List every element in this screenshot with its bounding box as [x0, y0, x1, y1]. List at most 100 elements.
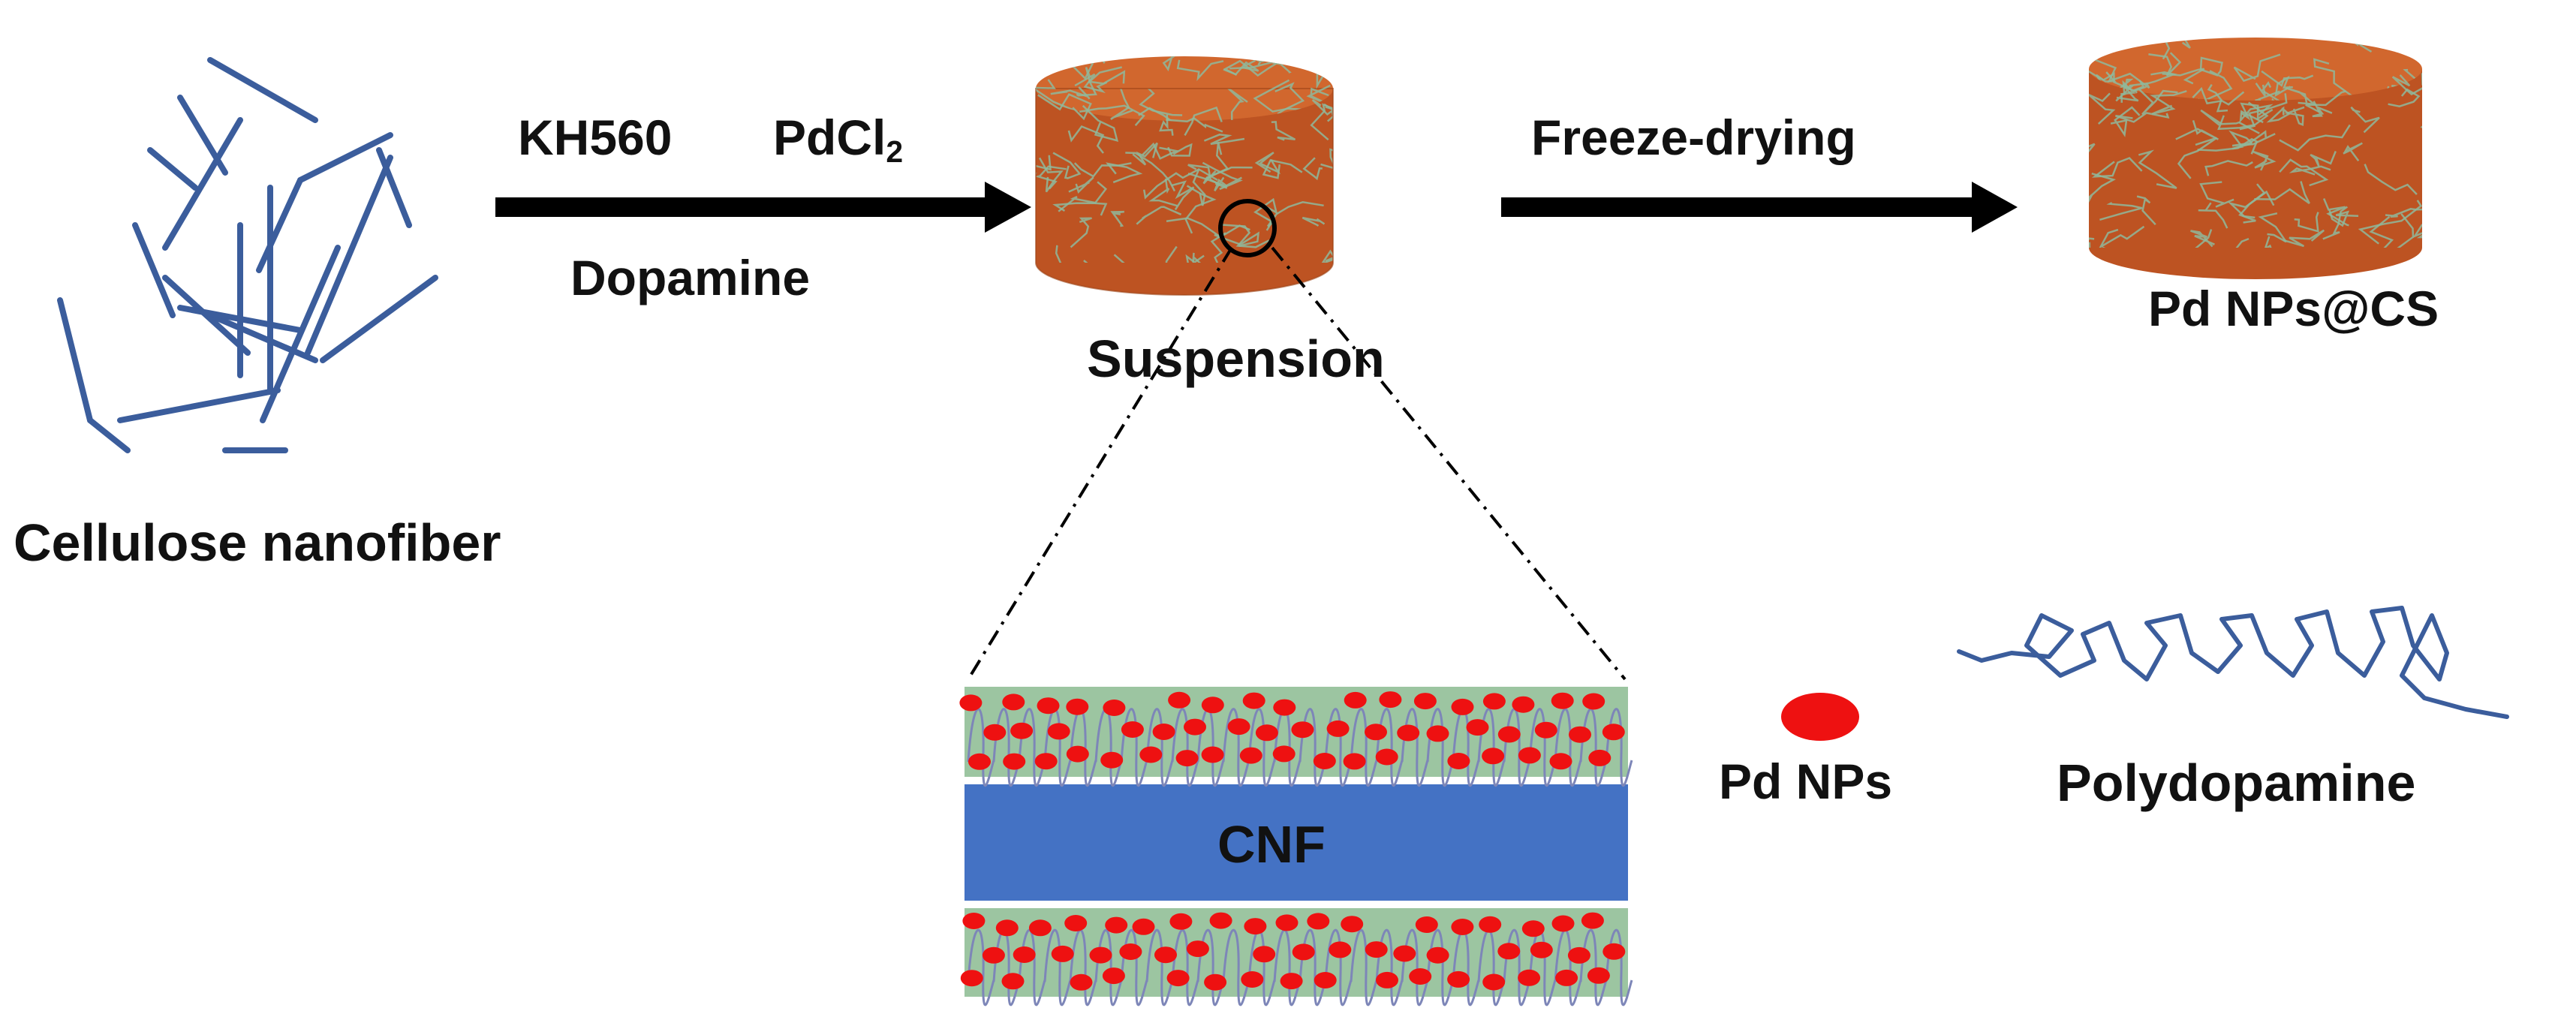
pd-nanoparticle [1602, 943, 1626, 960]
sponge-fiber-texture [2286, 87, 2317, 106]
polydopamine-strand [1324, 708, 1353, 787]
pd-nanoparticle [1534, 721, 1557, 739]
sponge-fiber-texture [2258, 212, 2287, 243]
sponge-fiber-texture [2423, 215, 2456, 235]
sponge-fiber-texture [2421, 72, 2422, 86]
pd-nanoparticle [1070, 973, 1093, 991]
sponge-fiber-texture [2289, 165, 2331, 176]
pd-nanoparticle [1139, 746, 1163, 763]
pd-nanoparticle [1329, 941, 1352, 958]
sponge-fiber-texture [2397, 213, 2415, 248]
pd-nanoparticle [1169, 913, 1193, 930]
sponge-fiber-texture [2246, 90, 2280, 101]
sponge-fiber-texture [2089, 38, 2092, 54]
sponge-fiber-texture [2385, 208, 2422, 218]
nanofiber-stick [87, 417, 131, 453]
pd-nanoparticle [1518, 969, 1541, 986]
sponge-fiber-texture [1132, 142, 1158, 166]
sponge-fiber-texture [2120, 80, 2147, 103]
nanofiber-stick [256, 177, 303, 273]
pd-nanoparticle [1569, 726, 1591, 743]
sponge-fiber-texture [2145, 38, 2191, 49]
pd-nanoparticle [1587, 967, 1610, 984]
sponge-fiber-texture [2328, 209, 2359, 227]
pd-nanoparticle [1415, 916, 1438, 933]
polydopamine-strand [1018, 708, 1046, 787]
pd-nanoparticle [1255, 724, 1278, 742]
pd-nanoparticle [1292, 943, 1315, 961]
sponge-fiber-texture [2261, 70, 2314, 87]
legend-polydopamine-label: Polydopamine [2057, 754, 2416, 812]
sponge-fiber-texture [1222, 224, 1270, 248]
nanofiber-stick [207, 312, 318, 363]
sponge-fiber-texture [1187, 173, 1228, 191]
nanofiber-stick [147, 147, 198, 191]
sponge-fiber-texture [2162, 68, 2205, 85]
cellulose-nanofiber-sticks-icon [57, 57, 438, 453]
sponge-fiber-texture [1036, 56, 1046, 79]
pd-nanoparticle [1551, 915, 1575, 932]
pd-nanoparticle [1497, 943, 1521, 960]
pd-nanoparticle [1482, 693, 1506, 710]
pd-nanoparticle [1001, 973, 1025, 990]
pd-nanoparticle [1239, 747, 1262, 764]
sponge-fiber-texture [1067, 125, 1105, 154]
sponge-fiber-texture [2252, 150, 2277, 171]
polydopamine-strand [1299, 708, 1327, 787]
sponge-fiber-texture [1052, 152, 1082, 179]
polydopamine-strand [1324, 928, 1353, 1006]
pd-nanoparticle [1307, 913, 1330, 930]
sponge-fiber-texture [2045, 171, 2087, 186]
pd-nanoparticle [1103, 700, 1126, 716]
nanofiber-stick [305, 155, 393, 356]
polydopamine-strand [967, 928, 995, 1006]
sponge-fiber-texture [2150, 90, 2187, 116]
sponge-fiber-texture [1074, 73, 1108, 94]
sponge-fiber-texture [2420, 125, 2422, 128]
pd-nanoparticle [995, 919, 1019, 937]
polydopamine-strand [992, 708, 1021, 787]
pd-nanoparticle [1227, 718, 1250, 736]
polydopamine-strand [1401, 708, 1429, 787]
sponge-fiber-texture [2369, 215, 2394, 248]
pd-nanoparticle [1100, 751, 1124, 769]
pd-nanoparticle [1343, 753, 1366, 770]
sponge-fiber-texture [2322, 206, 2349, 240]
pd-nanoparticle [1272, 745, 1296, 763]
sponge-fiber-texture [1203, 134, 1245, 146]
sponge-fiber-texture [1320, 148, 1333, 170]
magnify-circle-icon [1218, 199, 1277, 257]
sponge-fiber-texture [1087, 66, 1126, 85]
sponge-fiber-texture [1125, 152, 1176, 192]
sponge-fiber-texture [2204, 160, 2253, 176]
polydopamine-strand [1528, 708, 1557, 787]
pd-nanoparticle [1530, 941, 1553, 958]
sponge-fiber-texture [1159, 114, 1174, 136]
sponge-fiber-texture [1050, 86, 1091, 100]
polydopamine-strand [1554, 708, 1582, 787]
sponge-fiber-texture [2200, 109, 2260, 134]
sponge-fiber-texture [2110, 106, 2141, 137]
nanofiber-stick [207, 57, 318, 123]
sponge-fiber-texture [1275, 290, 1311, 313]
sponge-fiber-texture [2192, 86, 2245, 106]
pd-nanoparticle [1326, 720, 1350, 737]
pd-nanoparticle [1028, 919, 1052, 937]
sponge-fiber-texture [1148, 178, 1178, 207]
pd-nanoparticle [1466, 719, 1489, 736]
sponge-fiber-texture [2099, 202, 2143, 221]
sponge-fiber-texture [2350, 106, 2380, 134]
pd-nanoparticle [1521, 920, 1545, 937]
sponge-fiber-texture [1070, 217, 1092, 248]
polydopamine-strand [1043, 708, 1072, 787]
sponge-fiber-texture [2313, 58, 2354, 98]
pd-nanoparticle [1397, 724, 1420, 742]
sponge-fiber-texture [2136, 195, 2156, 226]
sponge-fiber-texture [2235, 236, 2271, 248]
sponge-fiber-texture [1176, 59, 1224, 82]
sponge-fiber-texture [1274, 82, 1305, 115]
pd-nanoparticle [1064, 915, 1088, 931]
sponge-fiber-texture [1016, 288, 1039, 308]
pd-nanoparticle [1119, 943, 1142, 960]
pd-nanoparticle [1365, 724, 1387, 741]
